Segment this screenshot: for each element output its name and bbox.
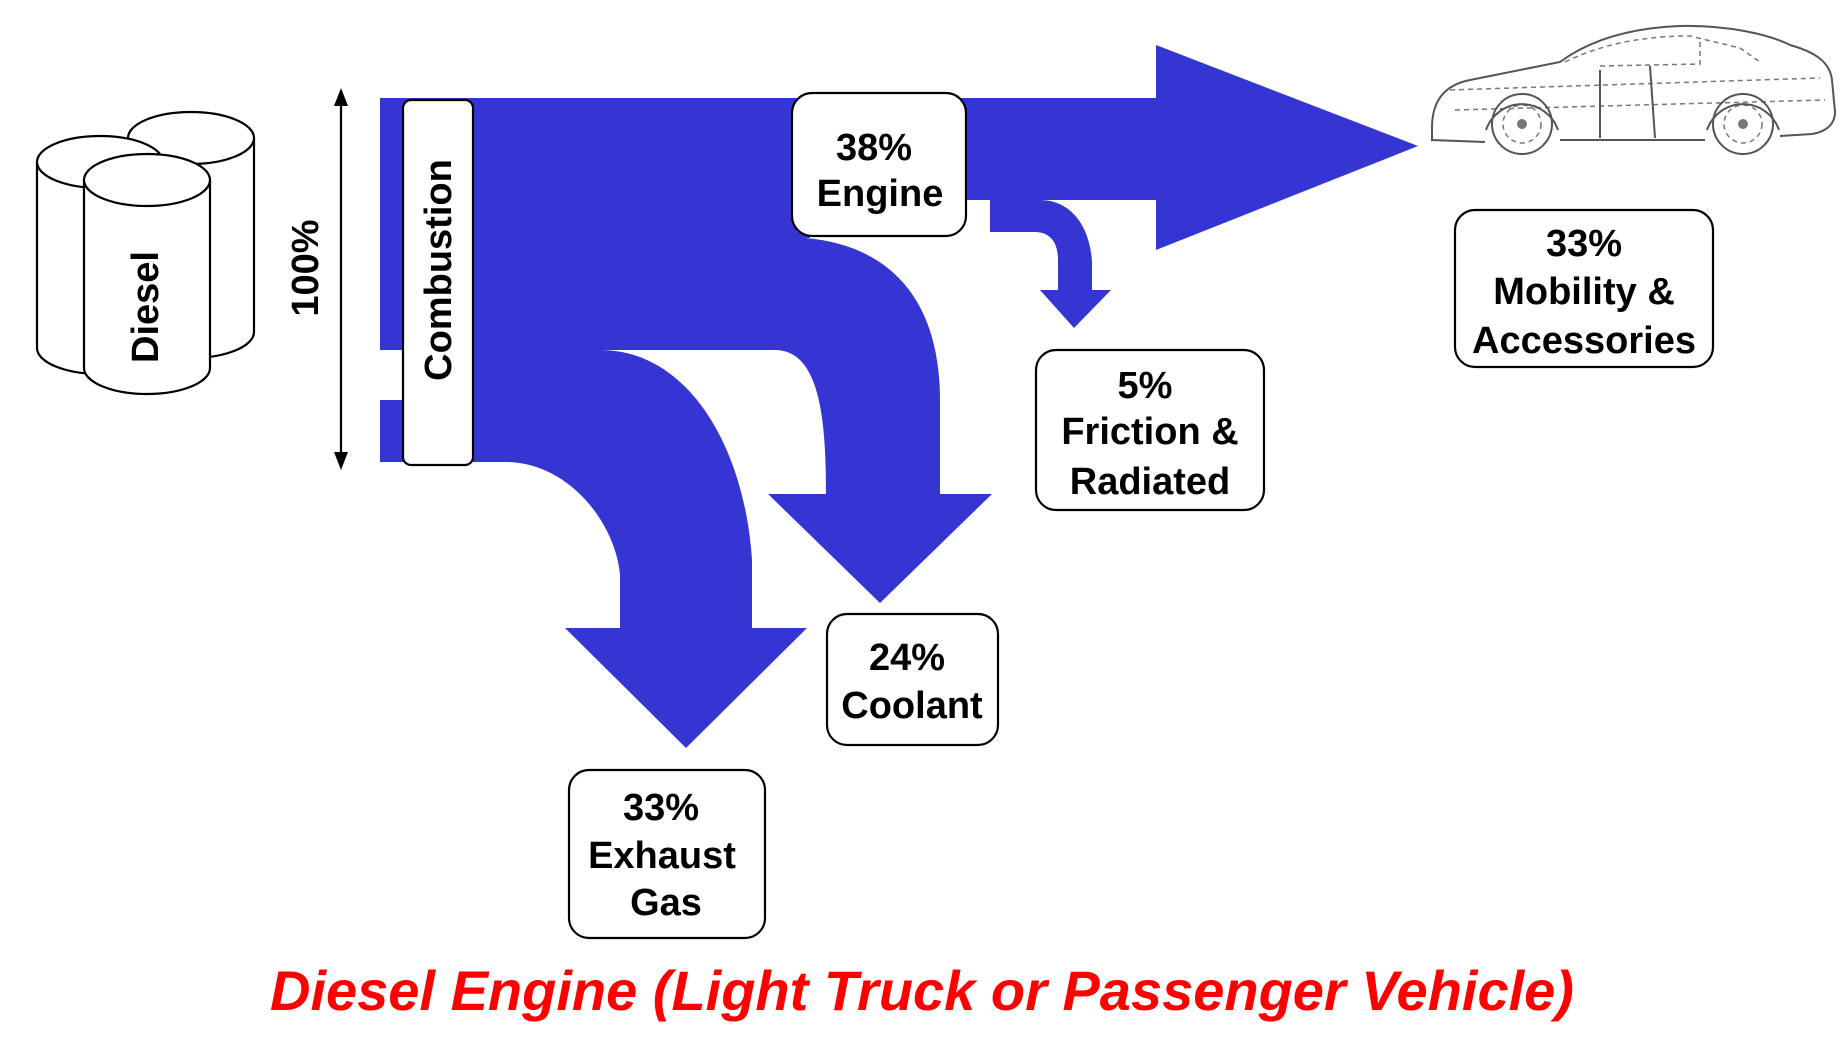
input-range-double-arrow	[334, 88, 348, 470]
engine-pct: 38%	[836, 127, 912, 169]
engine-box	[790, 91, 968, 238]
friction-line2: Radiated	[1070, 461, 1230, 503]
exhaust-line1: Exhaust	[588, 835, 736, 877]
combustion-box	[401, 98, 475, 467]
mobility-pct: 33%	[1546, 223, 1622, 265]
car-icon	[1431, 24, 1837, 155]
friction-box	[1034, 348, 1266, 512]
friction-pct: 5%	[1118, 365, 1173, 407]
coolant-label: Coolant	[841, 685, 983, 727]
exhaust-line2: Gas	[630, 882, 702, 924]
friction-radiated-flow-arrow	[990, 200, 1111, 328]
coolant-pct: 24%	[869, 637, 945, 679]
engine-label: Engine	[817, 173, 944, 215]
friction-line1: Friction &	[1061, 411, 1238, 453]
input-share-label: 100%	[285, 219, 327, 316]
mobility-box	[1453, 208, 1715, 369]
exhaust-box	[567, 768, 767, 940]
mobility-line1: Mobility &	[1493, 271, 1675, 313]
mobility-line2: Accessories	[1472, 320, 1696, 362]
combustion-label: Combustion	[418, 159, 460, 381]
coolant-box	[825, 612, 1000, 747]
fuel-drums-icon	[35, 110, 256, 396]
diagram-title: Diesel Engine (Light Truck or Passenger …	[270, 959, 1574, 1022]
exhaust-pct: 33%	[623, 787, 699, 829]
exhaust-gas-flow-arrow	[380, 350, 807, 748]
coolant-flow-arrow	[470, 238, 992, 603]
diesel-label: Diesel	[125, 251, 167, 363]
